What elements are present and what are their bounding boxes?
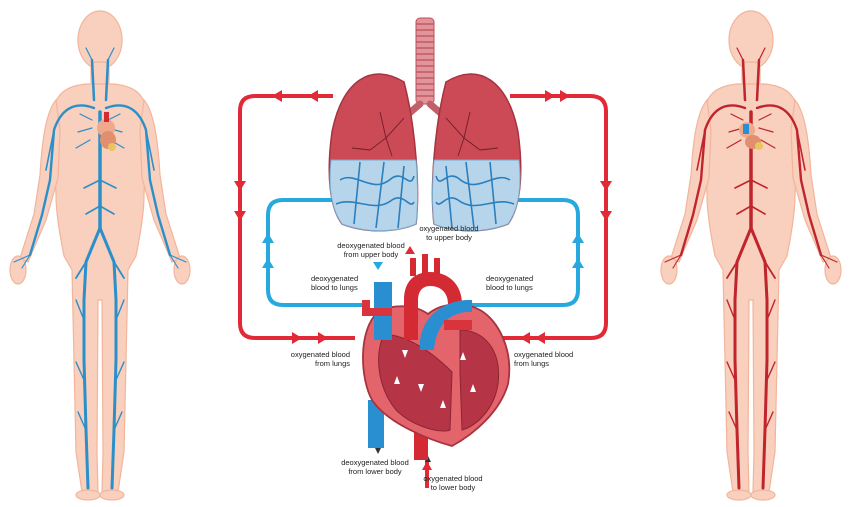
label-deoxygenated-to-lungs-left: deoxygenated blood to lungs xyxy=(311,274,359,292)
pulmonary-artery xyxy=(419,300,472,350)
right-lung-deoxygenated-zone xyxy=(432,159,521,232)
label-deoxygenated-from-lower-body: deoxygenated blood from lower body xyxy=(341,458,409,476)
right-figure-heart-icon xyxy=(739,122,763,150)
bronchi xyxy=(351,111,499,157)
lungs xyxy=(328,17,522,232)
oxygenated-arrows xyxy=(234,90,612,470)
venous-system-figure xyxy=(9,10,191,501)
label-oxygenated-from-lungs-right: oxygenated blood from lungs xyxy=(514,350,574,368)
deoxygenated-loop xyxy=(266,198,580,307)
label-deoxygenated-to-lungs-right: deoxygenated blood to lungs xyxy=(486,274,534,292)
left-lung-deoxygenated-zone xyxy=(329,159,418,232)
label-deoxygenated-from-upper-body: deoxygenated blood from upper body xyxy=(337,241,405,259)
lung-vessels xyxy=(335,161,515,229)
heart-cross-section xyxy=(362,254,511,460)
deoxygenated-arrows xyxy=(262,233,584,270)
label-oxygenated-to-upper-body: oxygenated blood to upper body xyxy=(419,224,479,242)
label-oxygenated-to-lower-body: oxygenated blood to lower body xyxy=(423,474,483,492)
flow-arrows xyxy=(394,350,476,408)
label-oxygenated-from-lungs-left: oxygenated blood from lungs xyxy=(290,350,350,368)
arterial-system-figure xyxy=(660,10,842,501)
aorta xyxy=(404,272,462,340)
inferior-vena-cava xyxy=(368,400,384,448)
trachea xyxy=(402,17,448,120)
left-figure-heart-icon xyxy=(97,112,116,151)
